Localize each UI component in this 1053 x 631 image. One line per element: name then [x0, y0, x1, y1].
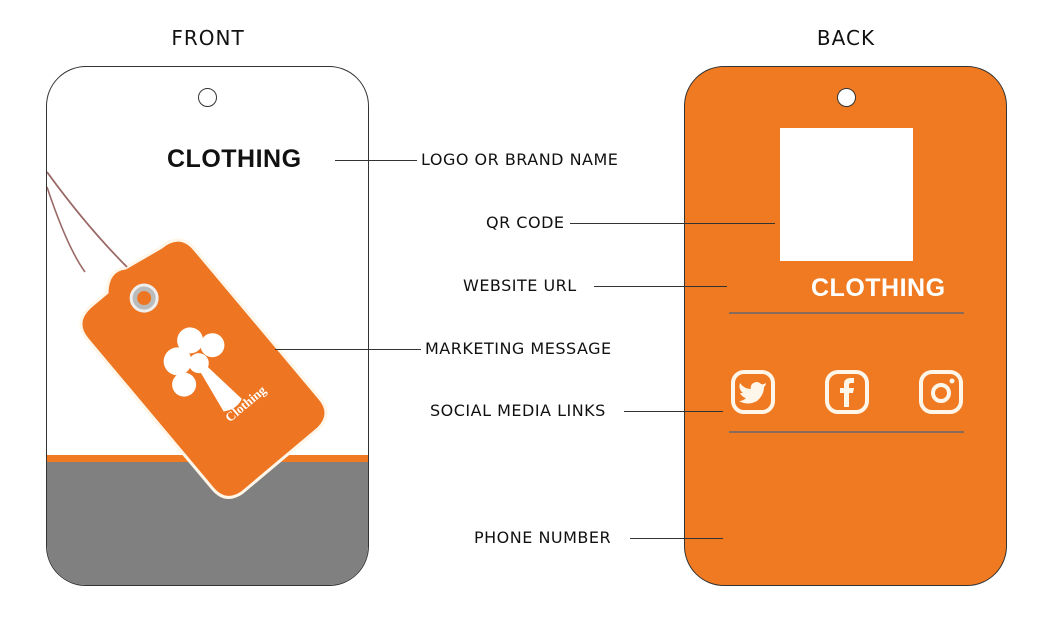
label-qr-code: QR CODE — [486, 213, 565, 232]
front-heading: FRONT — [171, 26, 245, 50]
front-brand-name: CLOTHING — [167, 145, 302, 173]
hang-hole — [837, 88, 856, 107]
back-brand-name: CLOTHING — [811, 274, 946, 302]
instagram-icon[interactable] — [918, 369, 964, 415]
tag-illustration: Clothing — [47, 171, 328, 499]
divider-top — [729, 312, 964, 314]
label-social-media: SOCIAL MEDIA LINKS — [430, 401, 606, 420]
label-website-url: WEBSITE URL — [463, 276, 577, 295]
hang-hole — [198, 88, 217, 107]
qr-code-placeholder — [780, 128, 913, 261]
facebook-icon[interactable] — [824, 369, 870, 415]
front-card: CLOTHING Clothing — [46, 66, 369, 586]
label-marketing-message: MARKETING MESSAGE — [425, 339, 612, 358]
back-heading: BACK — [816, 26, 876, 50]
label-phone-number: PHONE NUMBER — [474, 528, 612, 547]
back-card: CLOTHING — [684, 66, 1007, 586]
label-logo: LOGO OR BRAND NAME — [421, 150, 619, 169]
twitter-icon[interactable] — [730, 369, 776, 415]
divider-bottom — [729, 431, 964, 433]
